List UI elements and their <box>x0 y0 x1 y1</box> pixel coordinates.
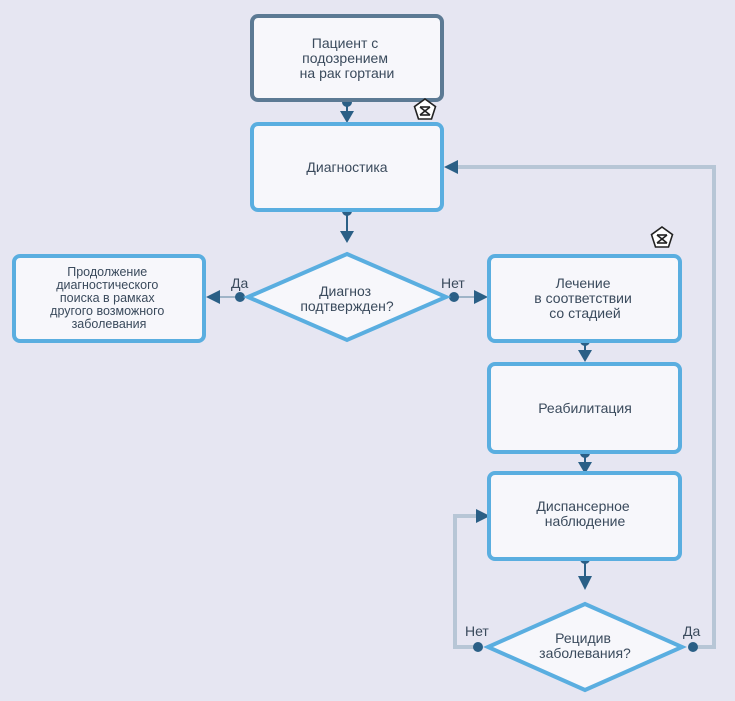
node-rehab-label: Реабилитация <box>538 400 632 416</box>
loop-line-recurrence-no <box>453 514 482 649</box>
doctor-badge-icon <box>650 226 674 248</box>
node-diagnosis-confirmed[interactable] <box>242 251 452 343</box>
node-treatment-label: Лечение в соответствии со стадией <box>534 275 635 321</box>
node-rehab[interactable] <box>487 362 682 454</box>
edge-label-recurrence-no: Нет <box>465 623 489 639</box>
doctor-badge-icon <box>413 98 437 120</box>
node-patient[interactable] <box>250 14 444 102</box>
node-treatment[interactable] <box>487 254 682 343</box>
loop-line-recurrence-yes <box>452 165 716 649</box>
node-other-disease-label: Продолжение диагностического поиска в ра… <box>50 265 168 331</box>
connector-diamond-no <box>449 290 488 304</box>
arrowhead-to-followup-loop <box>476 509 490 523</box>
connector-dot-recurrence-no <box>473 642 483 652</box>
edge-label-recurrence-yes: Да <box>683 623 700 639</box>
node-diagnostics[interactable] <box>250 122 444 212</box>
node-diagnosis-confirmed-label: Диагноз подтвержден? <box>300 283 394 314</box>
node-recurrence-label: Рецидив заболевания? <box>539 630 631 661</box>
node-followup-label: Диспансерное наблюдение <box>536 498 633 529</box>
edge-label-confirmed-no: Нет <box>441 275 465 291</box>
edge-label-confirmed-yes: Да <box>231 275 248 291</box>
node-recurrence[interactable] <box>483 601 687 693</box>
node-diagnostics-label: Диагностика <box>306 159 387 175</box>
arrowhead-to-diagnostics-loop <box>444 160 458 174</box>
node-patient-label: Пациент с подозрением на рак гортани <box>300 35 395 81</box>
connector-dot-recurrence-yes <box>688 642 698 652</box>
node-other-disease[interactable] <box>12 254 206 343</box>
node-followup[interactable] <box>487 471 682 561</box>
connector-diamond-yes <box>206 290 245 304</box>
